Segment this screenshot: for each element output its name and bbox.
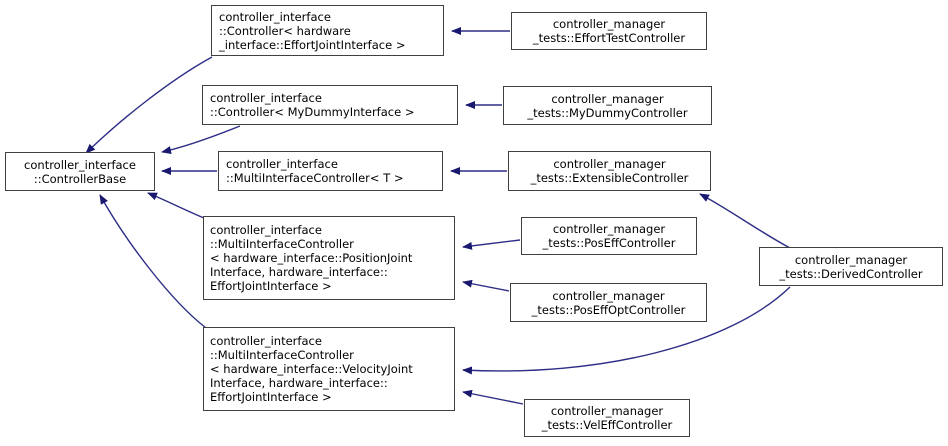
node-vel-eff-controller[interactable]: controller_manager _tests::VelEffControl… xyxy=(524,399,690,437)
node-label: controller_manager _tests::ExtensibleCon… xyxy=(530,157,689,185)
node-label: controller_manager _tests::EffortTestCon… xyxy=(532,17,686,45)
edge-multi-position-to-base xyxy=(147,192,205,219)
edge-my-dummy-to-base xyxy=(161,125,241,154)
node-label: controller_interface ::MultiInterfaceCon… xyxy=(210,223,413,293)
edge-pos-eff-to-multi-position xyxy=(462,239,521,250)
edge-derived-to-multi-velocity xyxy=(462,286,791,375)
node-label: controller_manager _tests::PosEffControl… xyxy=(542,222,676,250)
node-controller-my-dummy-interface[interactable]: controller_interface ::Controller< MyDum… xyxy=(202,85,458,125)
node-derived-controller[interactable]: controller_manager _tests::DerivedContro… xyxy=(759,247,943,286)
node-multi-interface-controller-velocity-effort[interactable]: controller_interface ::MultiInterfaceCon… xyxy=(203,327,455,411)
edge-multi-velocity-to-base xyxy=(99,194,207,329)
node-pos-eff-opt-controller[interactable]: controller_manager _tests::PosEffOptCont… xyxy=(510,283,707,322)
node-label: controller_interface ::Controller< hardw… xyxy=(219,9,406,52)
node-controller-effort-joint-interface[interactable]: controller_interface ::Controller< hardw… xyxy=(211,5,444,56)
edge-pos-eff-opt-to-multi-position xyxy=(462,279,510,292)
node-multi-interface-controller-position-effort[interactable]: controller_interface ::MultiInterfaceCon… xyxy=(203,216,455,300)
edge-effort-joint-to-base xyxy=(85,56,213,154)
node-label: controller_manager _tests::DerivedContro… xyxy=(779,252,923,281)
node-multi-interface-controller-t[interactable]: controller_interface ::MultiInterfaceCon… xyxy=(218,151,443,191)
node-extensible-controller[interactable]: controller_manager _tests::ExtensibleCon… xyxy=(508,151,711,191)
node-effort-test-controller[interactable]: controller_manager _tests::EffortTestCon… xyxy=(511,12,707,50)
node-pos-eff-controller[interactable]: controller_manager _tests::PosEffControl… xyxy=(521,217,697,255)
node-controller-base[interactable]: controller_interface ::ControllerBase xyxy=(5,152,155,191)
node-label: controller_interface ::MultiInterfaceCon… xyxy=(210,334,413,404)
edge-derived-to-extensible xyxy=(699,193,791,249)
node-label: controller_manager _tests::PosEffOptCont… xyxy=(531,288,686,317)
edge-vel-eff-to-multi-velocity xyxy=(462,389,524,405)
node-label: controller_interface ::MultiInterfaceCon… xyxy=(226,157,404,185)
node-label: controller_manager _tests::VelEffControl… xyxy=(541,404,673,432)
node-label: controller_interface ::Controller< MyDum… xyxy=(210,91,415,119)
node-my-dummy-controller[interactable]: controller_manager _tests::MyDummyContro… xyxy=(503,86,712,125)
node-label: controller_manager _tests::MyDummyContro… xyxy=(527,91,688,120)
node-label: controller_interface ::ControllerBase xyxy=(24,157,136,186)
